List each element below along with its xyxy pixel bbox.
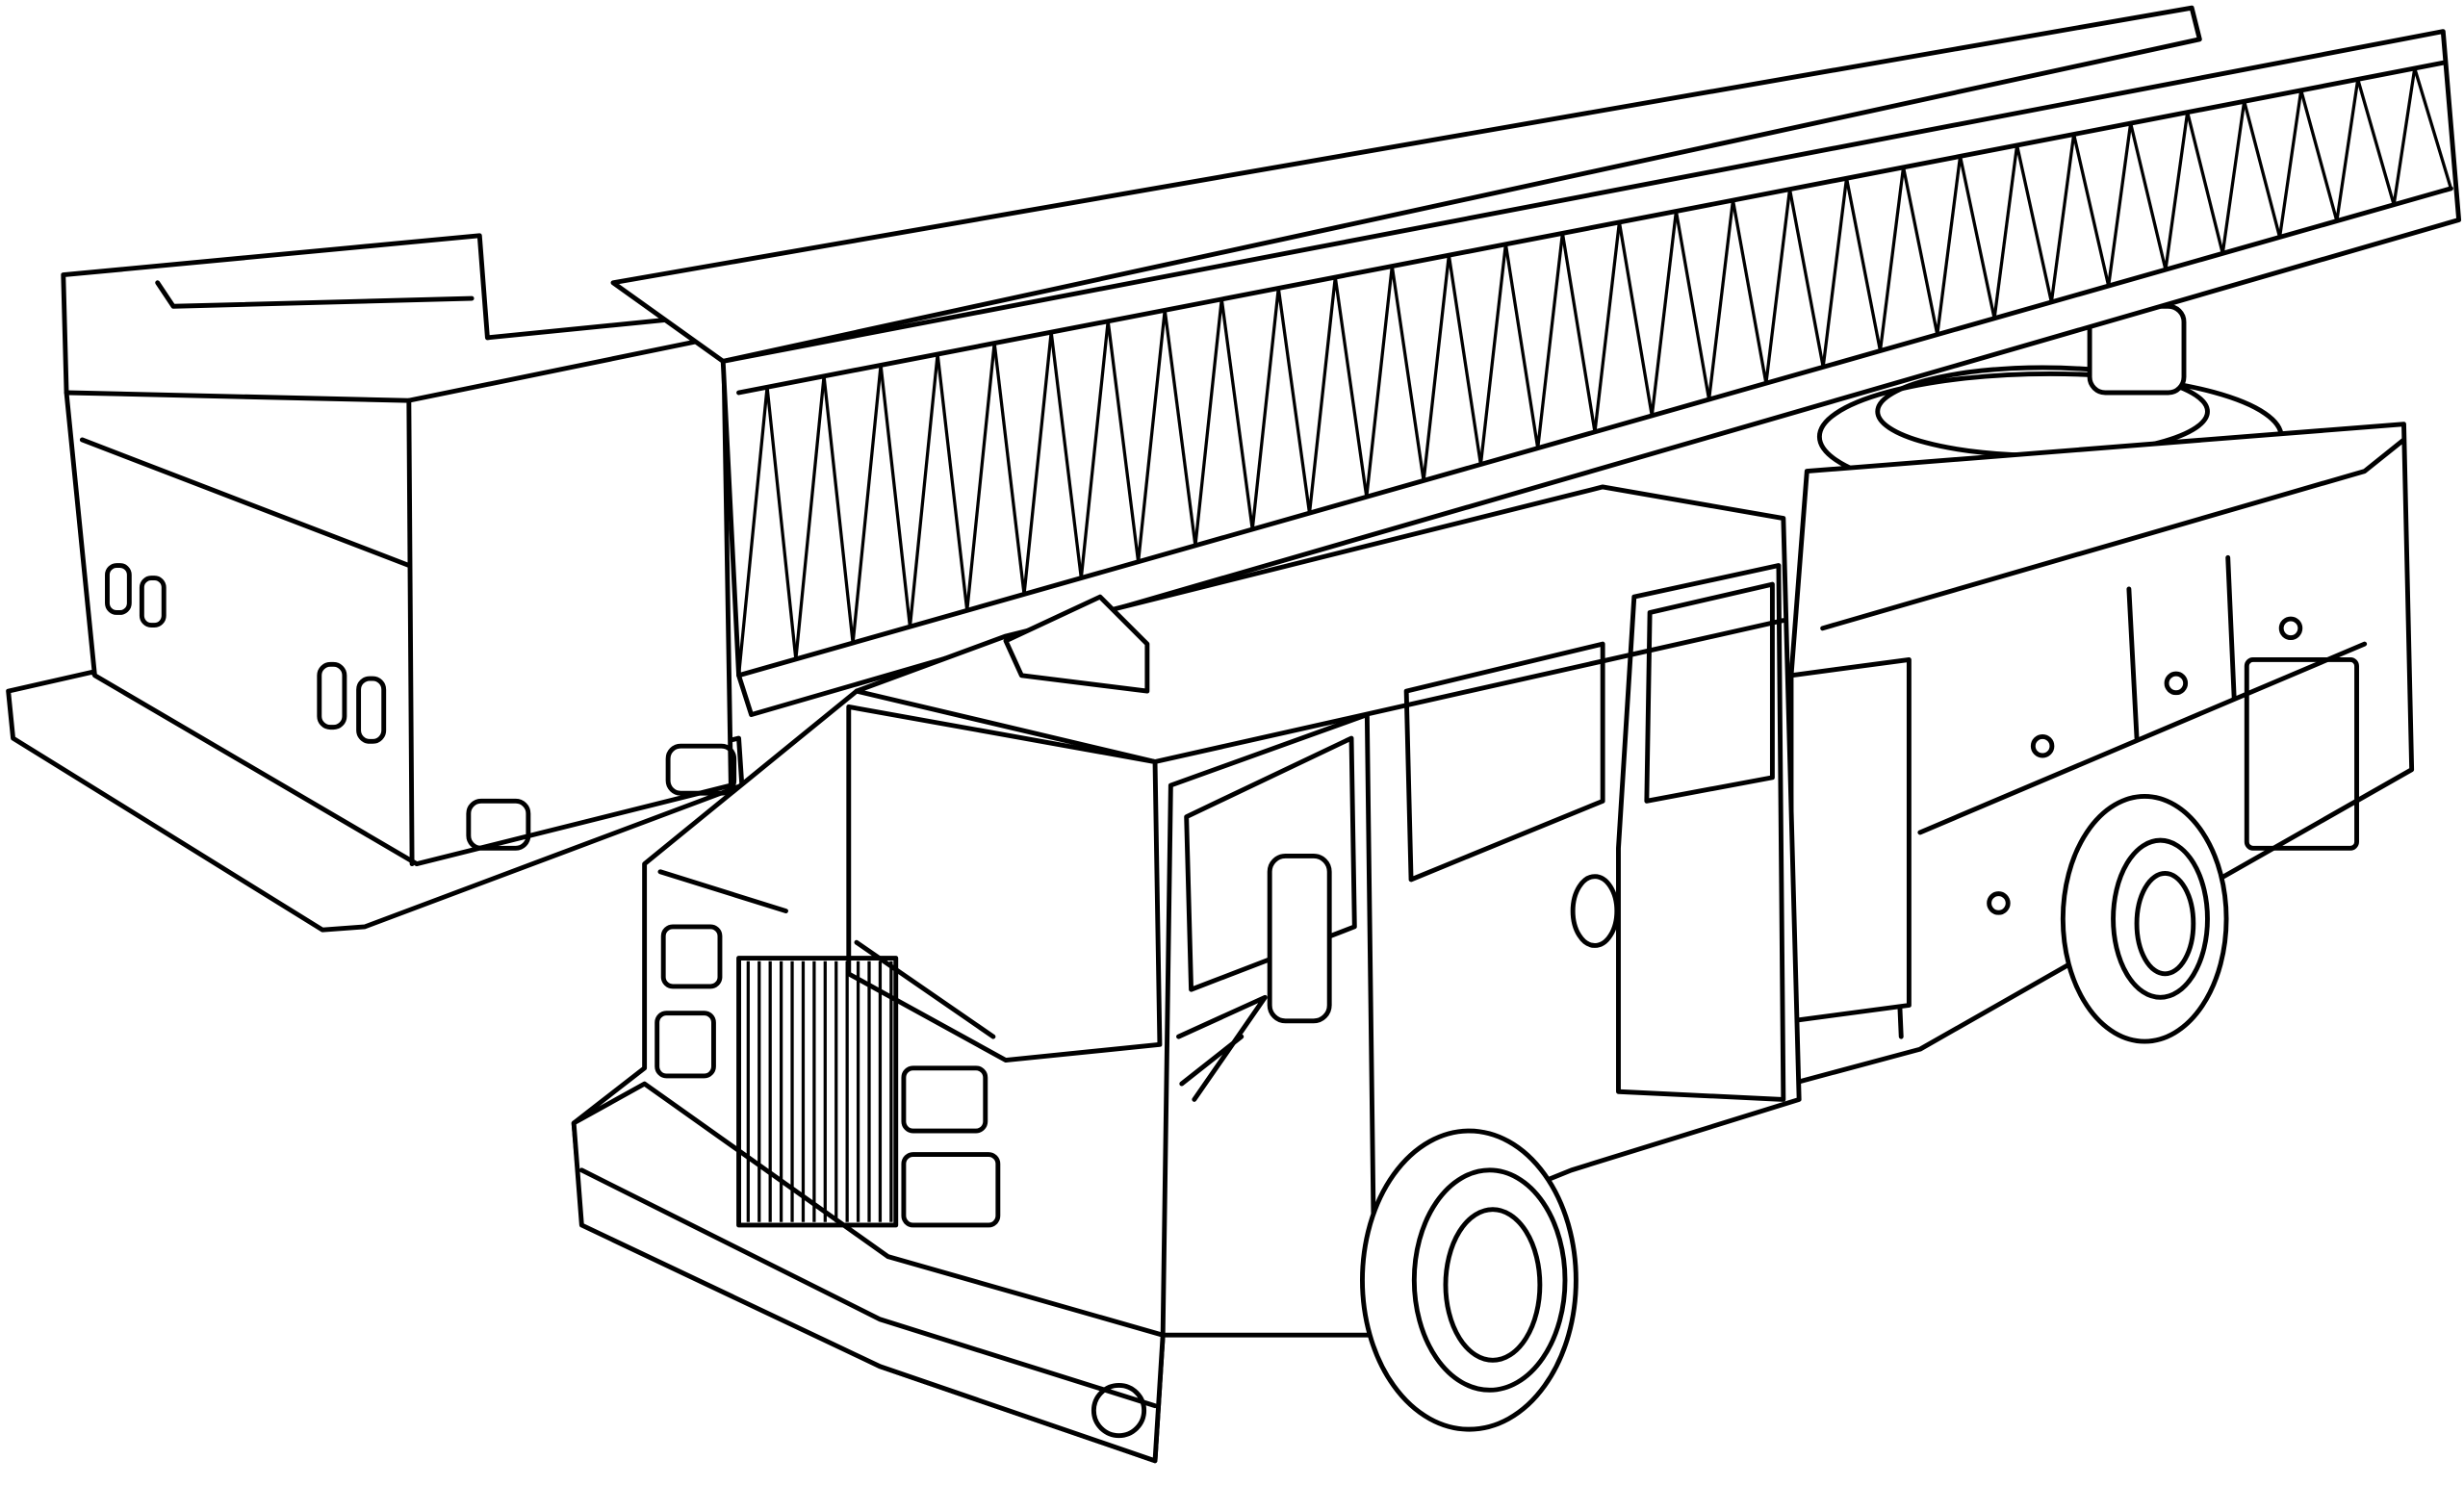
truss-strut [2107, 122, 2133, 287]
truss-strut [2129, 122, 2168, 270]
truss-strut [1079, 320, 1110, 578]
truss-strut [736, 387, 769, 676]
truss-strut [1136, 310, 1167, 562]
rear-wheel [2060, 793, 2229, 1044]
truss-strut [1219, 298, 1254, 530]
truss-strut [1593, 221, 1622, 432]
ladder-top-rail [736, 60, 2446, 396]
truss-strut [2220, 101, 2246, 254]
truss-strut [879, 365, 912, 627]
truss-strut [1503, 243, 1540, 448]
aerial-ladder [610, 5, 2462, 718]
truss-strut [992, 343, 1026, 595]
truck-body [1788, 422, 2415, 1087]
truss-strut [1365, 266, 1394, 498]
truss-strut [2277, 90, 2303, 238]
truss-strut [2392, 67, 2417, 205]
truss-strut [1307, 276, 1337, 514]
truss-strut [1958, 156, 1996, 320]
truss-strut [1106, 320, 1141, 562]
truss-strut [1674, 211, 1711, 400]
truss-strut [1821, 178, 1849, 368]
truss-strut [765, 387, 798, 660]
truss-strut [1478, 243, 1508, 465]
truss-strut [1333, 276, 1369, 498]
truss-strut [1560, 233, 1597, 433]
front-wheel [1360, 1128, 1578, 1432]
truss-strut [1617, 221, 1654, 417]
aerial-platform-bucket [6, 233, 745, 933]
truss-strut [936, 353, 969, 611]
truss-strut [1022, 332, 1053, 595]
truss-strut [2049, 134, 2076, 303]
truss-strut [1163, 310, 1197, 547]
truss-strut [851, 365, 883, 644]
truss-strut [2413, 67, 2453, 190]
truss-strut [1447, 254, 1483, 465]
truss-strut [2186, 112, 2224, 254]
truss-strut [1536, 233, 1565, 448]
truss-strut [965, 343, 996, 611]
truss-strut [2072, 134, 2111, 287]
truss-strut [794, 375, 826, 660]
truss-strut [2299, 90, 2339, 222]
truss-strut [908, 353, 939, 627]
grille [736, 956, 899, 1228]
truss-strut [1936, 156, 1963, 335]
truss-strut [1787, 189, 1825, 368]
truss-strut [1764, 189, 1792, 384]
truss-strut [1992, 144, 2019, 319]
truss-strut [1650, 211, 1679, 417]
truss-strut [2356, 78, 2396, 206]
ladder-truss [736, 67, 2453, 676]
truss-strut [1276, 288, 1312, 514]
truss-strut [1422, 255, 1450, 481]
truss-strut [822, 375, 855, 644]
truss-strut [2164, 112, 2190, 270]
truck-cab [571, 484, 1802, 1464]
truss-strut [1250, 288, 1280, 530]
truss-strut [2335, 79, 2360, 221]
truss-strut [1707, 199, 1735, 400]
truss-strut [1901, 166, 1939, 335]
truss-strut [1844, 177, 1883, 351]
truss-strut [2015, 144, 2053, 303]
truss-strut [1194, 298, 1223, 547]
truss-strut [1878, 166, 1906, 351]
truss-strut [2243, 100, 2282, 238]
truss-strut [1049, 331, 1083, 578]
grille-bars [746, 960, 893, 1222]
truss-strut [1390, 266, 1425, 481]
truss-strut [1731, 199, 1768, 384]
